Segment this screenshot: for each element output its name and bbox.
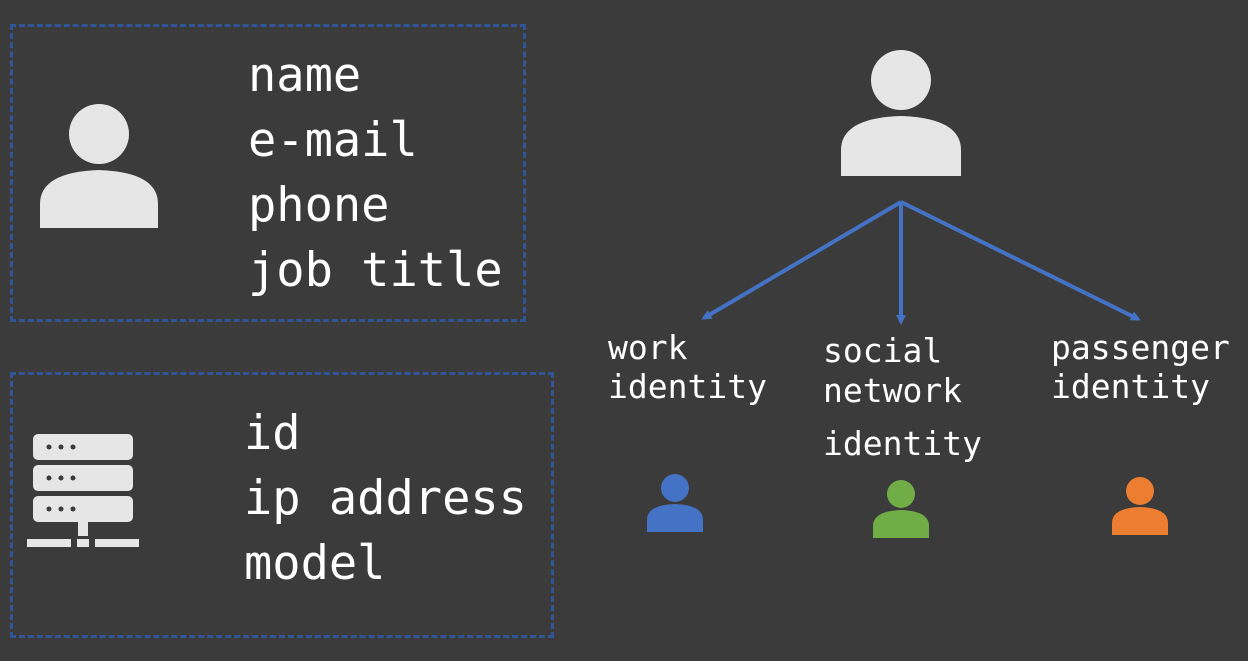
person-icon [647,474,703,532]
person-attributes-box [10,24,526,322]
person-attribute-phone: phone [248,178,390,233]
passenger-identity-line2: identity [1051,367,1210,406]
person-attribute-job-title: job title [248,243,503,298]
device-attribute-ip-address: ip address [244,471,527,526]
device-attributes-box [10,372,554,638]
social-network-identity-line3: identity [823,424,982,463]
person-icon [1112,477,1168,535]
work-identity-line1: work [608,328,688,367]
person-attribute-name: name [248,48,362,103]
arrow-to-passenger-identity [900,200,1141,321]
device-attribute-model: model [244,536,386,591]
person-icon [841,50,961,176]
server-icon [27,434,139,547]
person-icon [873,480,929,538]
person-icon [40,104,158,228]
arrow-to-work-identity [701,200,903,320]
person-attribute-email: e-mail [248,113,418,168]
social-network-identity-line2: network [823,371,963,410]
social-network-identity-line1: social [823,331,943,370]
passenger-identity-line1: passenger [1051,328,1230,367]
work-identity-line2: identity [608,367,767,406]
device-attribute-id: id [244,406,301,461]
